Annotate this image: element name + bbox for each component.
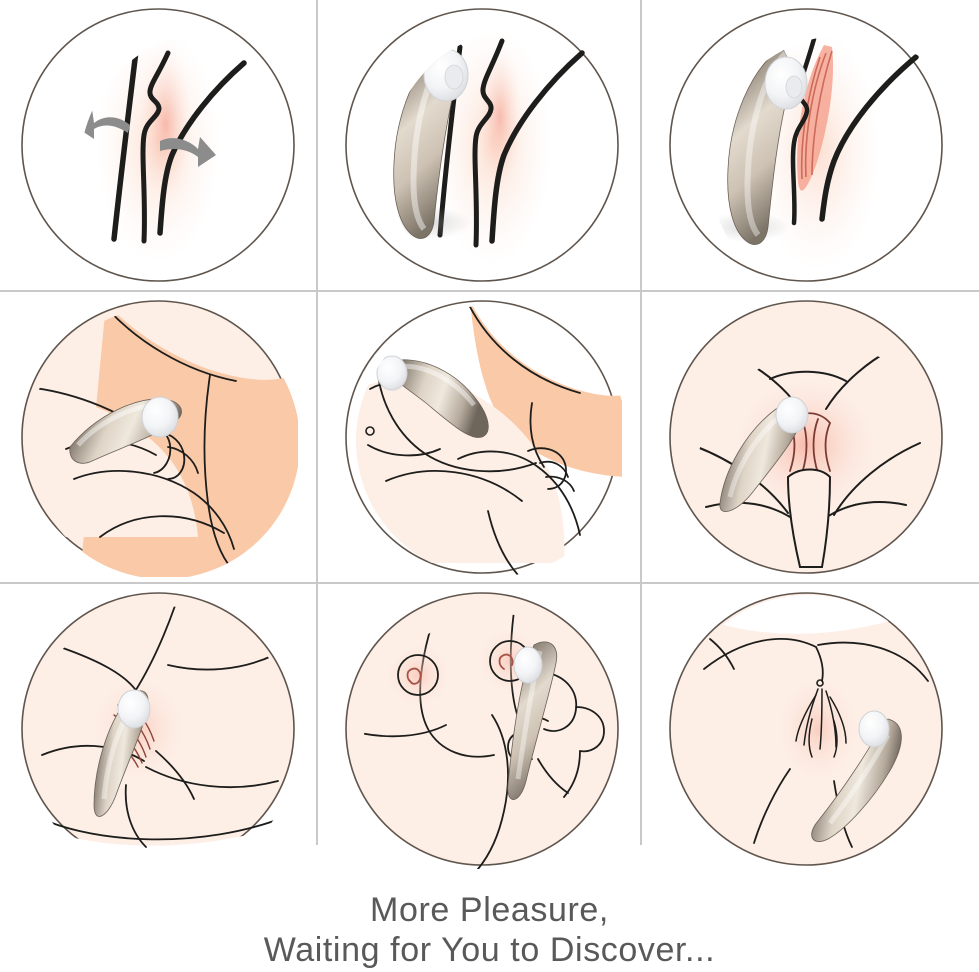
panel-side-lying-use	[0, 292, 316, 582]
partner-anatomy	[788, 470, 830, 568]
device-suction-head	[514, 647, 542, 683]
spread-arrow-right	[160, 137, 216, 167]
panel-anatomy-spread	[0, 0, 316, 290]
device-suction-head	[776, 397, 808, 433]
device-nozzle-opening	[786, 76, 802, 98]
panel-close-contact-use	[0, 584, 316, 874]
body-contour-lines	[26, 305, 236, 569]
panel-device-stimulation	[648, 0, 964, 290]
anatomy-line-right	[160, 63, 244, 233]
panel-couple-use	[324, 292, 640, 582]
anatomy-line-inner	[475, 41, 502, 245]
anatomy-line-left	[114, 51, 136, 239]
anatomy-folds	[796, 689, 846, 757]
device-suction-head	[118, 690, 150, 728]
anatomy-line-inner	[143, 53, 168, 241]
device-stimulator	[70, 397, 182, 463]
device-suction-head	[377, 356, 407, 390]
lower-body-shape	[24, 389, 198, 537]
panel-partner-use	[648, 292, 964, 582]
grid-divider-vertical-2	[640, 0, 642, 845]
grid-divider-horizontal-1	[0, 290, 979, 292]
anatomy-mark	[817, 680, 823, 686]
panel-device-placement	[324, 0, 640, 290]
device-suction-head	[859, 711, 889, 747]
body-shape	[352, 378, 564, 563]
blush-highlight	[478, 45, 522, 189]
device-stimulator	[720, 397, 808, 512]
blush-left	[386, 643, 450, 707]
panel-nipple-use	[324, 584, 640, 874]
device-stimulator	[377, 356, 488, 438]
anatomy-line-right	[822, 57, 916, 219]
device-nozzle-opening	[445, 65, 463, 89]
anatomy-line-right	[492, 53, 582, 241]
foreground-shape	[22, 819, 294, 869]
blush-glow	[778, 677, 858, 781]
device-body	[386, 360, 488, 438]
panel-rear-view-use	[648, 584, 964, 874]
body-contour-lines	[26, 603, 290, 847]
device-stimulator	[812, 711, 902, 842]
device-stimulator	[508, 642, 557, 800]
caption-line-1: More Pleasure,	[370, 891, 609, 929]
caption-line-2: Waiting for You to Discover...	[263, 931, 716, 969]
nipple-right	[500, 655, 513, 669]
areola-left	[398, 655, 438, 695]
partner-body-shape	[470, 301, 622, 477]
navel-mark	[366, 427, 374, 435]
panel-circle-frame	[345, 592, 619, 866]
caption-block: More Pleasure, Waiting for You to Discov…	[0, 890, 979, 970]
partner-hand	[528, 448, 574, 491]
device-body	[508, 642, 557, 800]
device-highlight	[730, 415, 782, 497]
grid-divider-horizontal-2	[0, 582, 979, 584]
device-body	[812, 719, 902, 842]
device-suction-head	[142, 397, 178, 437]
device-stimulator	[706, 47, 807, 245]
background-shape	[668, 591, 944, 634]
device-stimulator	[94, 690, 150, 816]
nipple-left	[408, 669, 421, 684]
grid-divider-vertical-1	[316, 0, 318, 845]
